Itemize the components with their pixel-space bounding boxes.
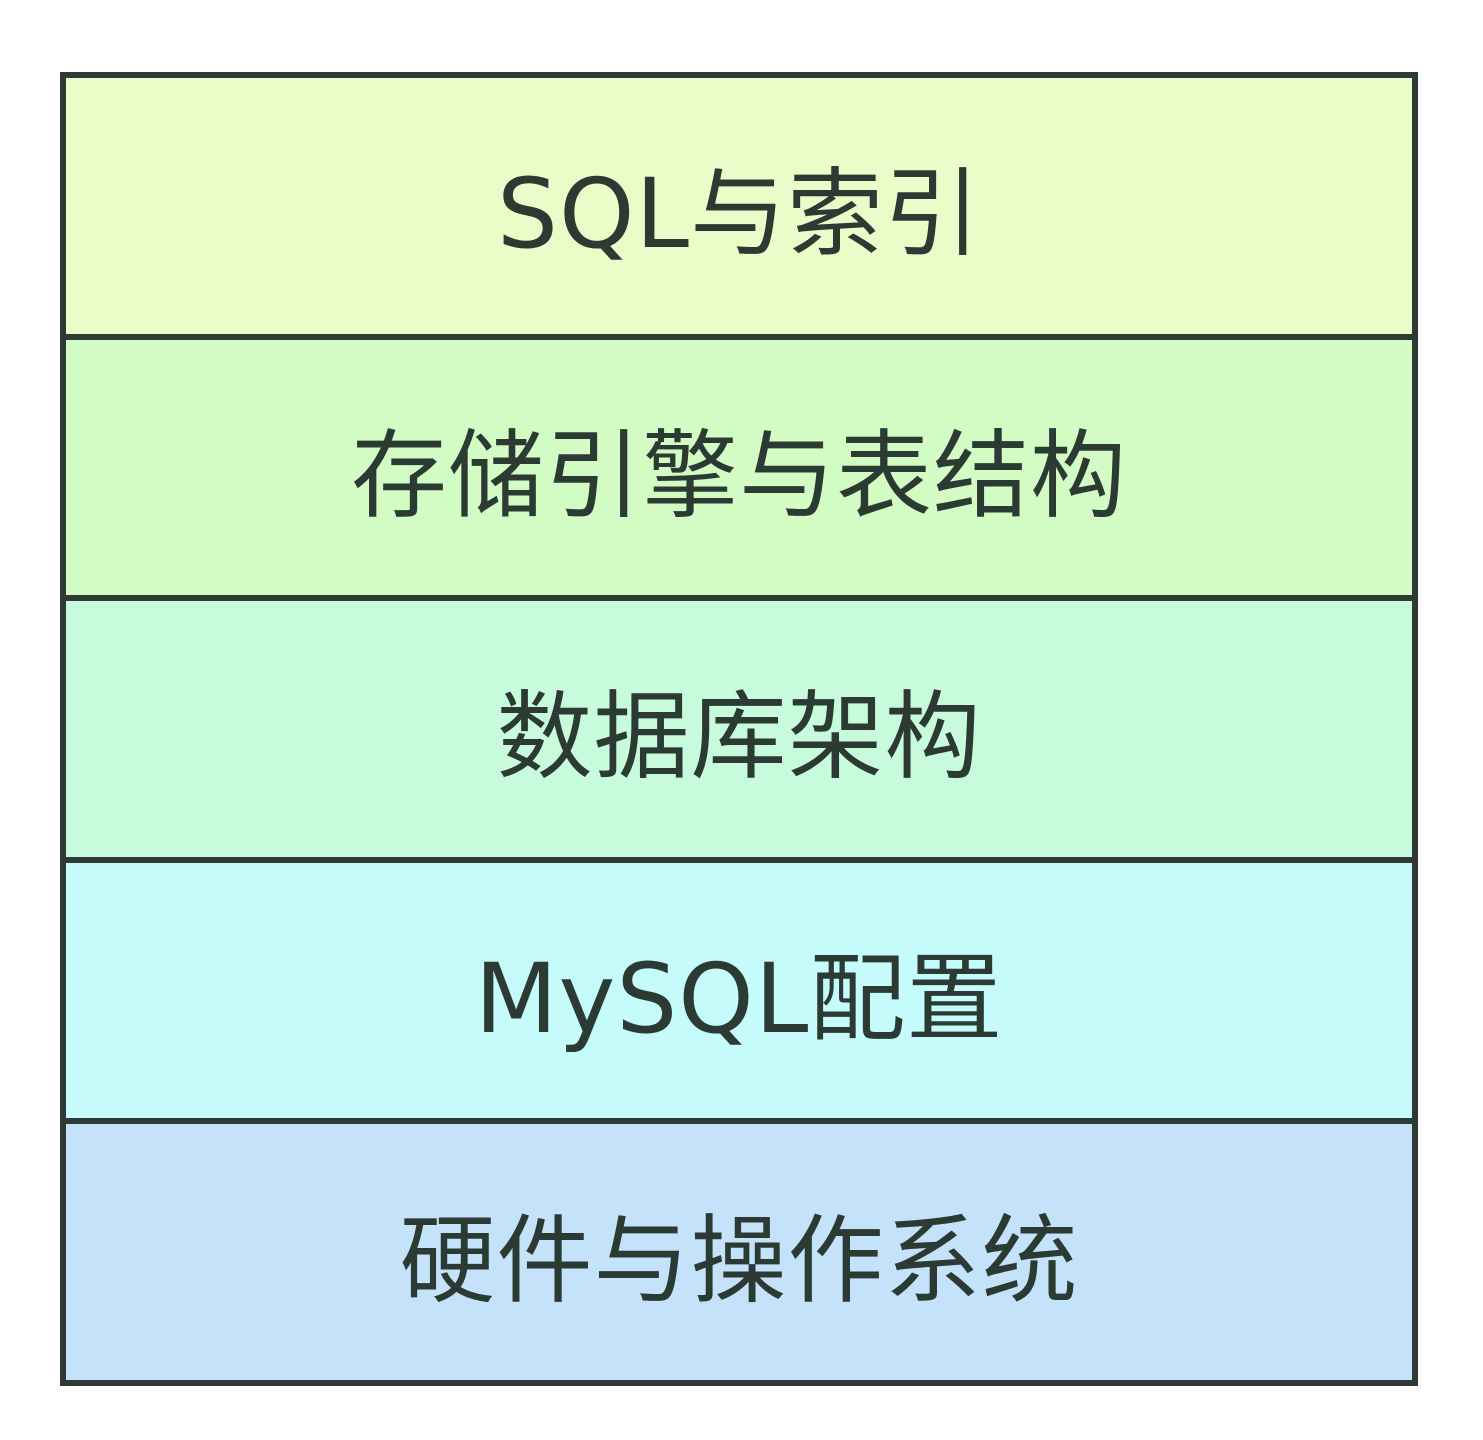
layer-mysql-config: MySQL配置: [66, 862, 1412, 1125]
layer-database-architecture: 数据库架构: [66, 601, 1412, 863]
layer-label: SQL与索引: [497, 158, 981, 271]
layer-label: 数据库架构: [496, 681, 982, 794]
layer-hardware-os: 硬件与操作系统: [66, 1124, 1412, 1380]
layer-label: MySQL配置: [474, 943, 1004, 1056]
layer-sql-index: SQL与索引: [66, 78, 1412, 340]
layer-label: 存储引擎与表结构: [351, 419, 1127, 532]
layer-label: 硬件与操作系统: [399, 1204, 1079, 1317]
layer-storage-engine: 存储引擎与表结构: [66, 339, 1412, 602]
layer-stack-diagram: SQL与索引 存储引擎与表结构 数据库架构 MySQL配置 硬件与操作系统: [60, 72, 1418, 1386]
